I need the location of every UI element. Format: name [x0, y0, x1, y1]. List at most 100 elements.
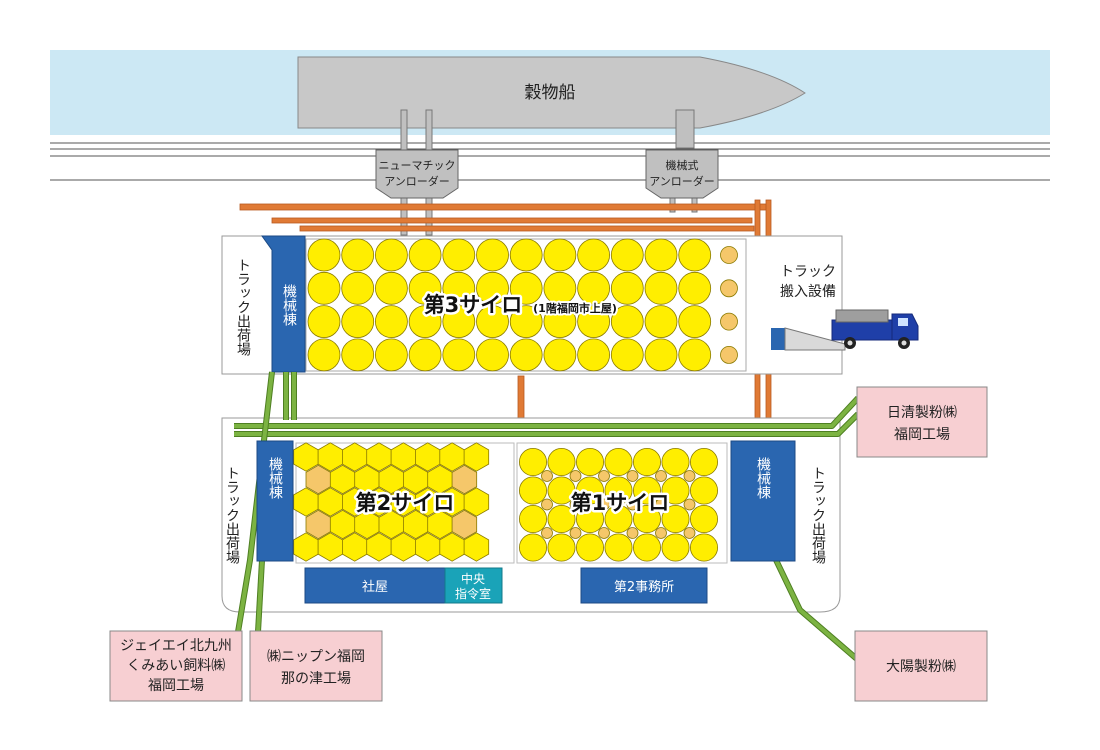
- office-2-label: 第2事務所: [614, 580, 674, 595]
- silo-cell: [690, 533, 719, 562]
- silo-cell-small: [598, 470, 610, 482]
- truck-icon: [831, 309, 919, 349]
- silo-cell: [509, 271, 543, 305]
- quay-lines: [50, 142, 1050, 181]
- dest-jeiei-line1: ジェイエイ北九州: [120, 638, 232, 654]
- silo-cell: [644, 338, 678, 372]
- silo-cell: [610, 305, 644, 339]
- dest-jeiei: ジェイエイ北九州 くみあい飼料㈱ 福岡工場: [109, 630, 243, 702]
- silo-cell: [543, 271, 577, 305]
- silo-cell: [442, 338, 476, 372]
- silo-cell: [442, 305, 476, 339]
- silo-cell: [408, 338, 442, 372]
- silo-cell: [509, 305, 543, 339]
- silo-cell: [604, 447, 633, 476]
- silo-cell: [463, 487, 490, 517]
- silo-cell: [547, 504, 576, 533]
- silo-cell: [577, 271, 610, 305]
- silo-cell: [519, 504, 548, 533]
- silo-cell-small: [569, 470, 582, 482]
- silo-cell: [610, 238, 644, 272]
- silo-cell-small: [720, 279, 738, 298]
- truck-shipping-left-label: トラック出荷場: [224, 466, 240, 564]
- office-main: [304, 567, 446, 604]
- silo-cell: [547, 476, 576, 505]
- central-control-label-2: 指令室: [455, 586, 491, 601]
- silo-cell: [633, 504, 662, 533]
- silo-cell: [577, 238, 610, 272]
- silo-cell: [644, 238, 678, 272]
- machine-building-lower-right-label: 機械棟: [755, 457, 771, 499]
- silo-cell: [341, 305, 375, 339]
- office-main-label: 社屋: [362, 579, 388, 595]
- silo-cell-small: [683, 470, 696, 482]
- mechanical-unloader: 機械式 アンローダー: [645, 149, 719, 199]
- silo1-grid: [519, 447, 719, 562]
- silo-cell-small: [541, 527, 553, 539]
- silo-cell: [543, 238, 577, 272]
- silo-cell: [341, 238, 375, 272]
- silo-cell: [610, 338, 644, 372]
- silo-cell: [678, 238, 712, 272]
- silo-cell: [633, 447, 662, 476]
- silo-cell: [509, 338, 543, 372]
- silo-cell: [519, 447, 548, 476]
- receiving-ramp: [784, 327, 846, 351]
- silo-cell-small: [683, 527, 696, 539]
- silo-cell: [644, 305, 678, 339]
- silo-cell-small: [626, 498, 639, 511]
- dest-nippn-line2: 那の津工場: [281, 671, 351, 687]
- silo-cell: [633, 476, 662, 505]
- silo-cell: [307, 305, 341, 339]
- machine-building-lower-left: [256, 440, 294, 562]
- silo-cell: [577, 338, 610, 372]
- machine-building-lower-right: [730, 440, 796, 562]
- silo-cell: [610, 271, 644, 305]
- silo-cell: [690, 447, 719, 476]
- silo-cell: [476, 271, 509, 305]
- silo-cell: [509, 238, 543, 272]
- office-2: [580, 567, 708, 604]
- silo3-label: 第3サイロ: [424, 293, 523, 317]
- dest-nisshin: 日清製粉㈱ 福岡工場: [856, 386, 988, 458]
- dest-nisshin-line2: 福岡工場: [894, 427, 950, 443]
- silo-cell: [341, 271, 375, 305]
- dest-taiyo-line1: 大陽製粉㈱: [886, 659, 956, 675]
- silo-cell: [408, 271, 442, 305]
- silo-cell: [577, 305, 610, 339]
- silo-cell: [408, 305, 442, 339]
- silo-cell-small: [598, 498, 610, 511]
- silo-cell-small: [569, 498, 582, 511]
- silo-cell: [576, 447, 605, 476]
- dest-jeiei-line2: くみあい飼料㈱: [127, 658, 226, 674]
- silo-cell: [644, 271, 678, 305]
- silo-cell-small: [720, 345, 738, 364]
- silo-cell: [543, 305, 577, 339]
- silo-cell: [661, 476, 690, 505]
- silo-cell-small: [683, 498, 696, 511]
- silo2-label: 第2サイロ: [356, 491, 455, 515]
- silo-cell: [661, 533, 690, 562]
- central-control-label-1: 中央: [461, 571, 485, 586]
- silo-cell: [690, 476, 719, 505]
- silo-cell: [547, 533, 576, 562]
- silo-cell: [678, 271, 712, 305]
- silo-cell-small: [626, 527, 639, 539]
- dest-jeiei-line3: 福岡工場: [148, 678, 204, 694]
- silo-cell-small: [598, 527, 610, 539]
- silo-cell-small: [720, 246, 738, 264]
- dest-taiyo: 大陽製粉㈱: [854, 630, 988, 702]
- silo-cell: [442, 271, 476, 305]
- truck-receiving-label-2: 搬入設備: [780, 284, 836, 300]
- silo-cell: [661, 504, 690, 533]
- silo3-note: (1階福岡市上屋): [533, 301, 617, 315]
- silo-cell: [374, 271, 408, 305]
- silo-cell-small: [626, 470, 639, 482]
- silo-cell: [547, 447, 576, 476]
- mechanical-unloader-label-2: アンローダー: [649, 174, 715, 188]
- pneumatic-unloader: ニューマチック アンローダー: [375, 149, 459, 199]
- silo-cell: [576, 504, 605, 533]
- dest-nippn-line1: ㈱ニップン福岡: [267, 649, 365, 665]
- silo-cell: [690, 504, 719, 533]
- silo-cell: [341, 338, 375, 372]
